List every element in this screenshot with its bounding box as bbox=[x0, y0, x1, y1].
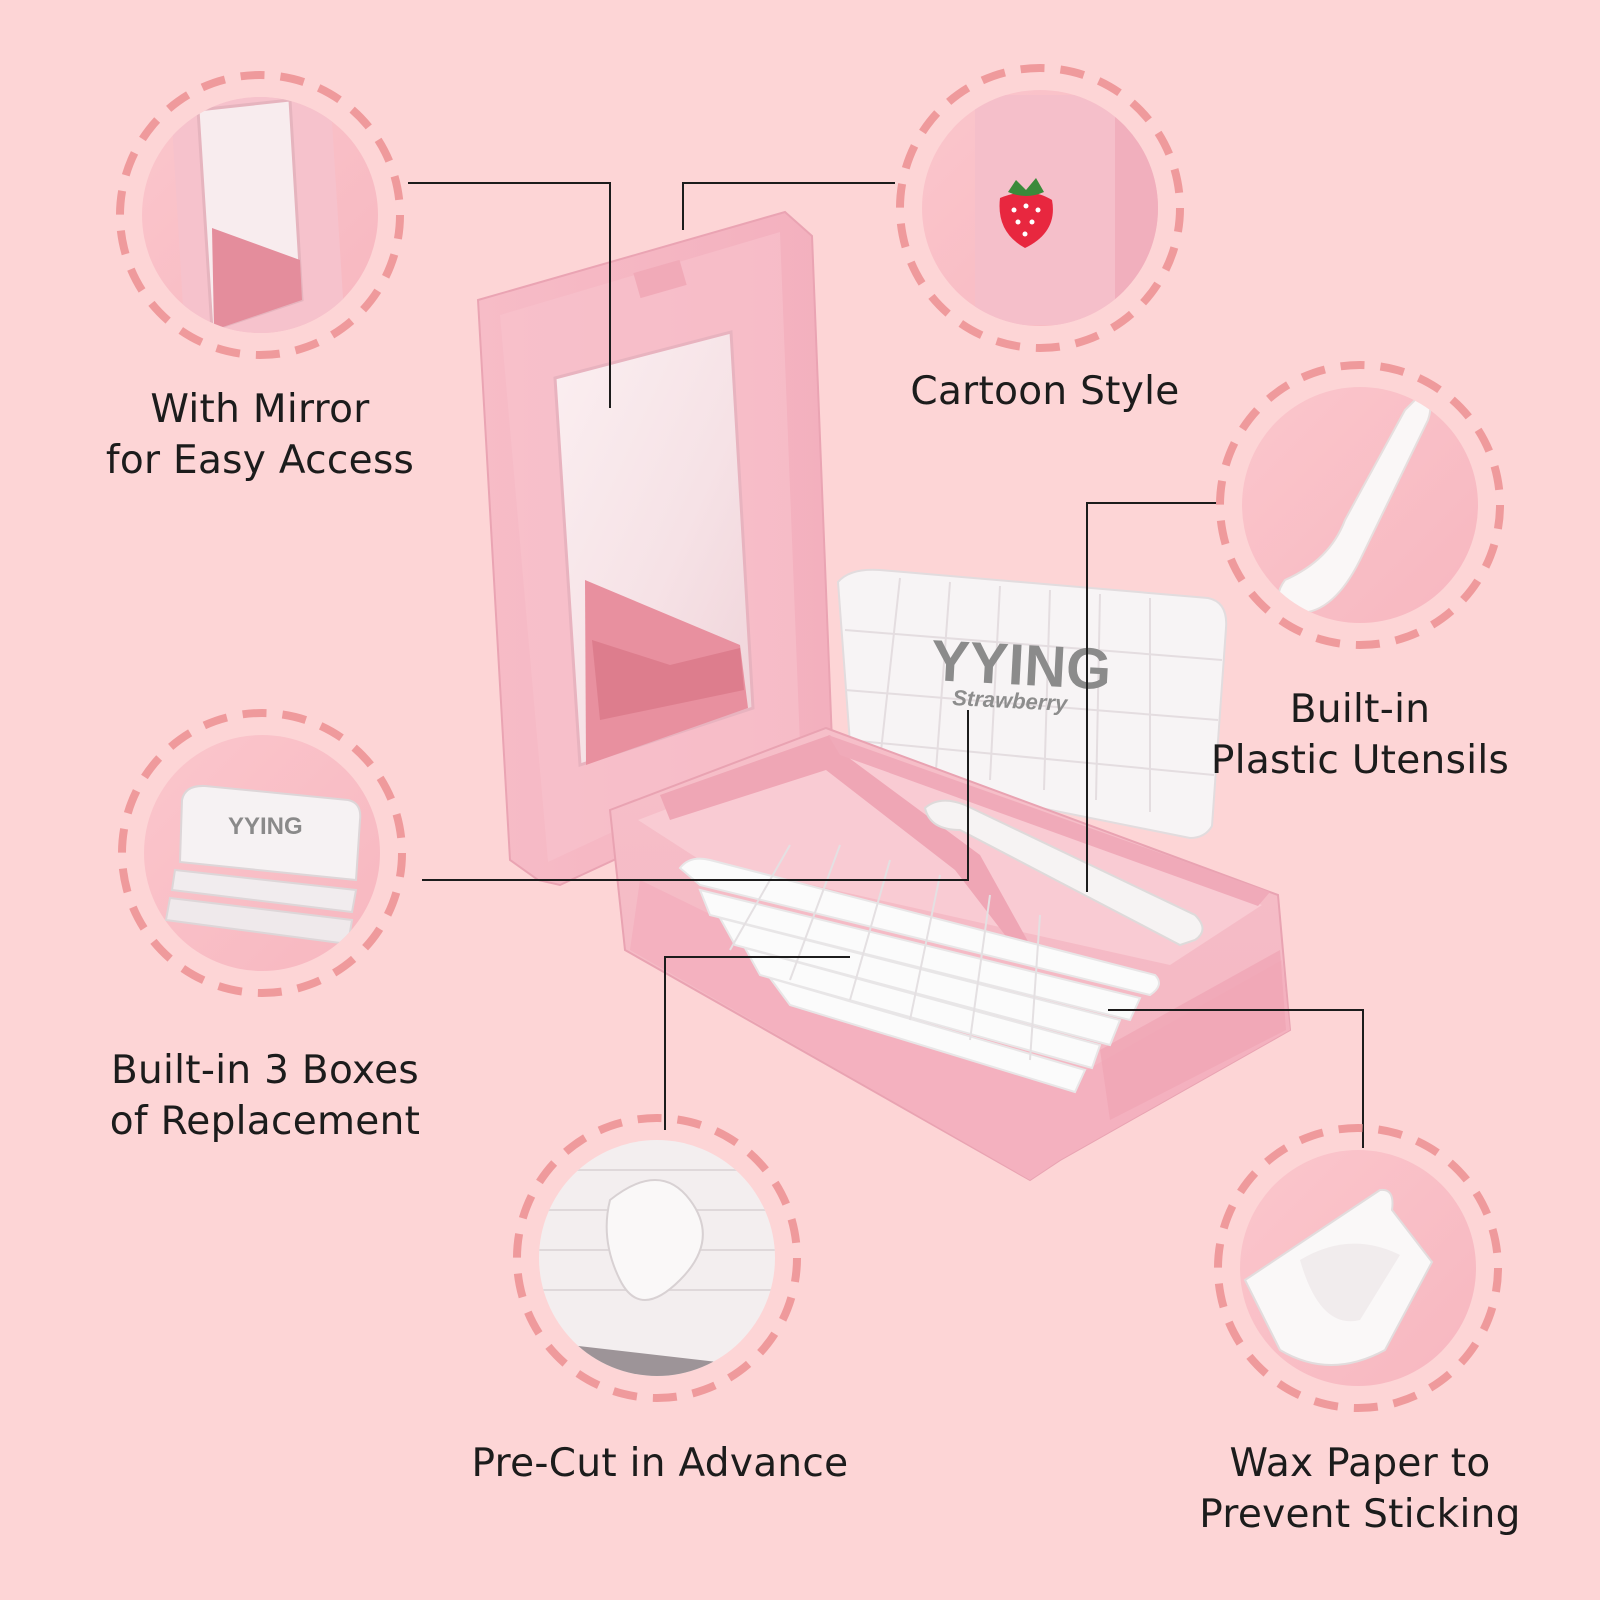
feature-label-mirror: With Mirror for Easy Access bbox=[80, 384, 440, 486]
feature-label-mirror-line2: for Easy Access bbox=[105, 438, 415, 483]
wax-strips bbox=[678, 857, 1160, 1094]
feature-label-utensils-line2: Plastic Utensils bbox=[1210, 738, 1510, 783]
connector-lines bbox=[408, 182, 1364, 1148]
connector-wax bbox=[1108, 1009, 1364, 1148]
strawberry-icon bbox=[999, 178, 1053, 248]
feature-circle-precut bbox=[513, 1114, 801, 1402]
feature-label-precut-line1: Pre-Cut in Advance bbox=[471, 1441, 849, 1486]
wax-paper-icon bbox=[1240, 1150, 1476, 1386]
feature-circle-mirror bbox=[116, 71, 404, 359]
spatula bbox=[923, 799, 1204, 947]
feature-circle-wax bbox=[1214, 1124, 1502, 1412]
feature-label-cartoon: Cartoon Style bbox=[880, 366, 1210, 417]
feature-label-utensils: Built-in Plastic Utensils bbox=[1180, 684, 1540, 786]
feature-label-wax-line2: Prevent Sticking bbox=[1199, 1492, 1521, 1537]
connector-boxes bbox=[422, 710, 969, 881]
brand-sub: Strawberry bbox=[952, 685, 1070, 716]
feature-circle-utensils bbox=[1216, 361, 1504, 649]
connector-precut bbox=[664, 956, 850, 1130]
brand-logo: YYING bbox=[929, 628, 1113, 702]
feature-circle-cartoon bbox=[896, 64, 1184, 352]
mirror-icon bbox=[142, 97, 378, 333]
feature-label-boxes-line1: Built-in 3 Boxes bbox=[110, 1048, 420, 1093]
feature-label-mirror-line1: With Mirror bbox=[150, 387, 370, 432]
feature-label-utensils-line1: Built-in bbox=[1289, 687, 1431, 732]
feature-label-wax-line1: Wax Paper to bbox=[1229, 1441, 1491, 1486]
wax-case-product: YYING Strawberry bbox=[476, 210, 1292, 1182]
refill-box-icon: YYING bbox=[144, 735, 380, 971]
connector-mirror bbox=[408, 182, 611, 408]
svg-text:YYING: YYING bbox=[228, 813, 303, 840]
feature-label-wax: Wax Paper to Prevent Sticking bbox=[1170, 1438, 1550, 1540]
connector-cartoon bbox=[682, 182, 895, 230]
feature-circle-boxes: YYING bbox=[118, 709, 406, 997]
feature-label-boxes-line2: of Replacement bbox=[109, 1099, 421, 1144]
feature-label-cartoon-line1: Cartoon Style bbox=[910, 369, 1180, 414]
spatula-icon bbox=[1242, 387, 1478, 623]
connector-utensils bbox=[1086, 502, 1218, 892]
feature-label-boxes: Built-in 3 Boxes of Replacement bbox=[80, 1045, 450, 1147]
precut-wax-icon bbox=[539, 1140, 775, 1376]
feature-label-precut: Pre-Cut in Advance bbox=[440, 1438, 880, 1489]
